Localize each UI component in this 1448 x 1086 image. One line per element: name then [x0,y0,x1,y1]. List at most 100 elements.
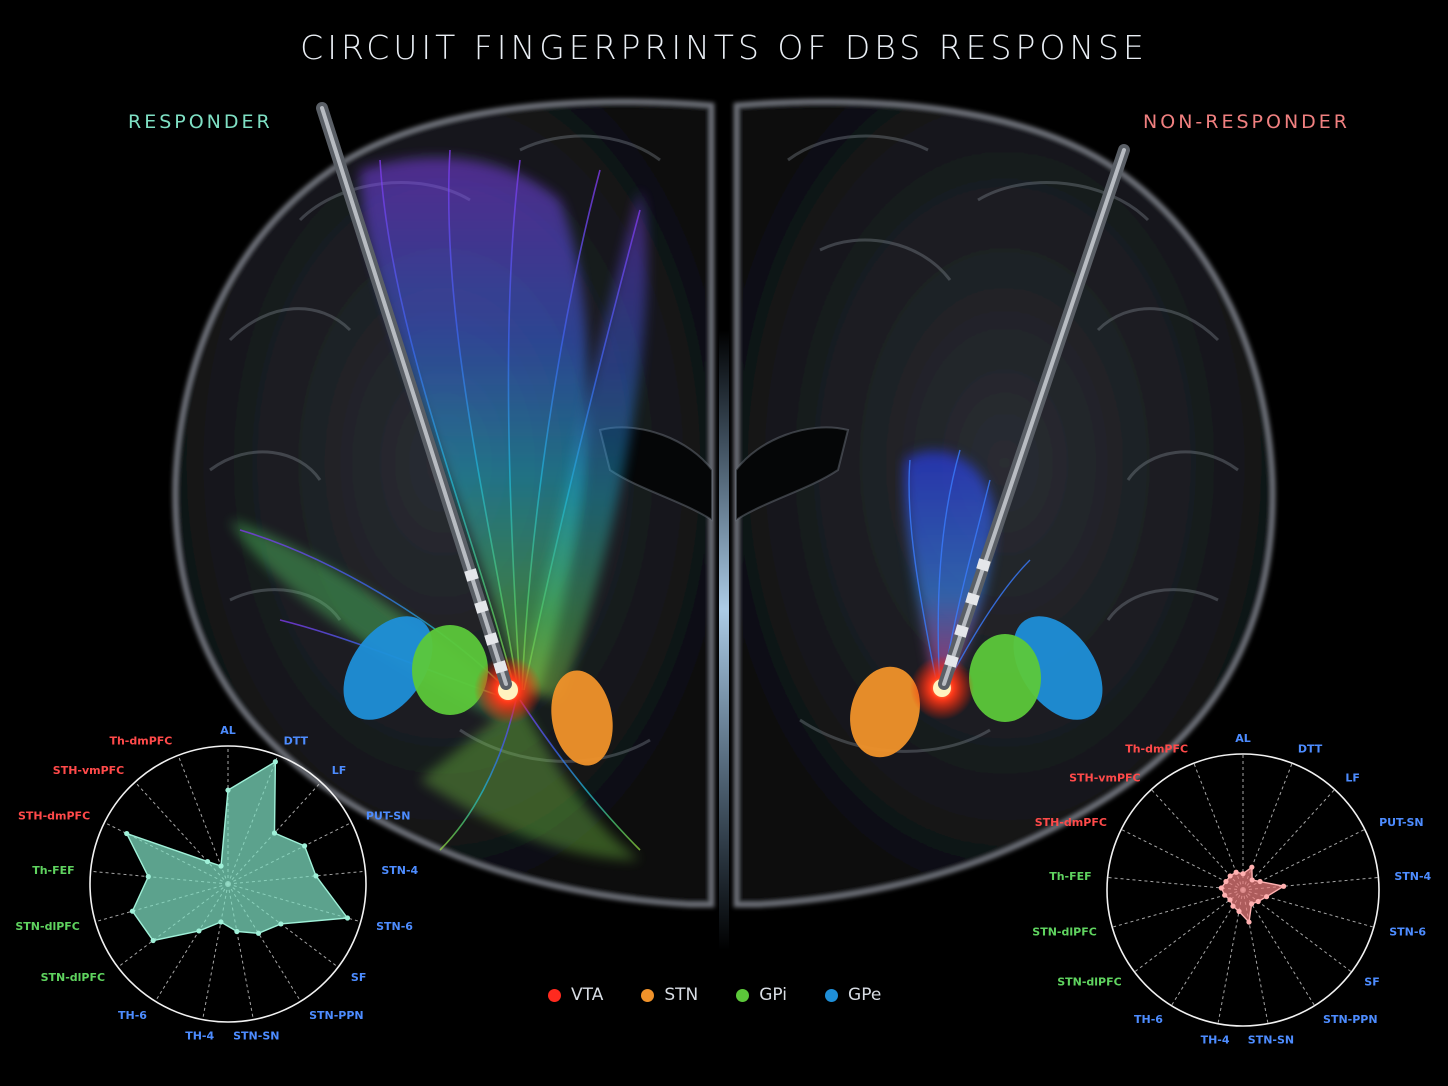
radar-axis-label: STN-6 [376,920,413,933]
radar-axis-label: PUT-SN [366,809,411,822]
radar-point [145,874,151,880]
radar-point [196,928,202,934]
radar-point [313,873,319,879]
radar-axis-label: Th-FEF [32,864,74,877]
radar-point [1233,869,1239,875]
radar-point [218,919,224,925]
radar-point [1255,898,1261,905]
radar-point [1281,883,1287,889]
gpe-color-dot [825,988,839,1002]
brain-coronal-section [172,98,1276,950]
radar-point [129,908,136,914]
radar-axis-label: SF [351,971,366,984]
radar-spoke [227,883,254,1020]
radar-polygon [125,760,349,942]
legend-item-gpi: GPi [736,985,787,1005]
radar-spoke [177,755,229,885]
radar-point [1230,903,1236,909]
radar-spoke [1217,889,1244,1024]
radar-point [234,928,240,935]
radar-spoke [202,883,229,1020]
radar-point [1249,864,1255,870]
radar-point [271,830,278,836]
nuclei-legend: VTA STN GPi GPe [548,985,881,1005]
radar-spoke [1242,789,1335,891]
radar-point [124,830,130,837]
non-responder-nuclei [850,616,1103,758]
radar-point [278,921,284,927]
stn-color-dot [641,988,655,1002]
radar-outer-ring [1106,753,1380,1027]
legend-item-gpe: GPe [825,985,881,1005]
radar-axis-label: STH-dmPFC [1035,816,1107,829]
radar-spoke [1242,889,1269,1024]
legend-label: GPe [848,985,882,1005]
radar-point [272,759,278,765]
electrode-right [938,144,1130,690]
radar-axis-label: TH-4 [185,1029,214,1042]
radar-axis-label: STN-dlPFC [15,920,80,933]
radar-axis-label: STN-4 [1394,870,1431,883]
radar-axis-label: Th-dmPFC [1125,742,1188,755]
radar-axis-label: STN-6 [1389,926,1426,939]
radar-point [1246,919,1252,925]
responder-nuclei [343,616,613,766]
radar-axis-label: LF [1345,772,1360,785]
radar-axis-label: STH-dmPFC [18,809,90,822]
radar-spoke [227,883,302,1002]
radar-axis-label: STN-PPN [1323,1013,1378,1026]
radar-point [1223,878,1229,885]
radar-outer-ring [89,745,367,1023]
legend-label: GPi [759,985,788,1005]
radar-axis-label: TH-4 [1201,1033,1230,1046]
radar-spoke [1242,763,1293,891]
radar-point [1240,871,1246,877]
page-title: CIRCUIT FINGERPRINTS OF DBS RESPONSE [300,28,1148,67]
radar-axis-label: DTT [284,734,309,747]
radar-point [1227,897,1233,903]
radar-axis-label: Th-dmPFC [109,734,172,747]
radar-point [1236,908,1242,914]
radar-spoke [1134,889,1244,973]
radar-axis-label: STN-dlPFC [1032,926,1097,939]
radar-axis-label: STN-dlPFC [1057,976,1122,989]
radar-axis-label: LF [332,764,347,777]
midline-glow [719,330,729,950]
radar-point [344,915,351,921]
radar-spoke [154,883,229,1002]
radar-axis-label: TH-6 [118,1009,147,1022]
radar-axis-label: STH-vmPFC [53,764,124,777]
gpi-color-dot [736,988,750,1002]
radar-spoke [227,883,339,968]
non-responder-fiber-tracts [904,449,1031,691]
radar-axis-label: AL [1235,732,1251,745]
legend-label: VTA [571,985,604,1005]
radar-axis-label: DTT [1298,742,1323,755]
radar-axis-label: PUT-SN [1379,816,1424,829]
radar-axis-label: SF [1364,976,1379,989]
radar-point [204,858,211,865]
radar-axis-label: STN-SN [1248,1033,1294,1046]
legend-item-stn: STN [641,985,698,1005]
radar-spoke [1107,876,1244,891]
radar-point [225,787,231,793]
non-responder-label: NON-RESPONDER [1143,111,1350,133]
vta-color-dot [548,988,561,1002]
radar-point [1263,894,1270,900]
radar-axis-label: STN-dlPFC [41,971,106,984]
radar-spoke [1170,889,1244,1006]
responder-label: RESPONDER [128,111,273,133]
radar-spoke [1242,889,1352,973]
legend-label: STN [664,985,699,1005]
radar-spoke [1242,889,1316,1006]
radar-point [255,930,262,936]
radar-axis-label: STN-SN [233,1029,279,1042]
radar-spoke [1112,889,1244,928]
radar-spoke [134,781,229,885]
radar-axis-label: Th-FEF [1049,870,1091,883]
radar-axis-label: STN-4 [381,864,418,877]
radar-point [1222,892,1228,898]
radar-spoke [1242,828,1365,891]
